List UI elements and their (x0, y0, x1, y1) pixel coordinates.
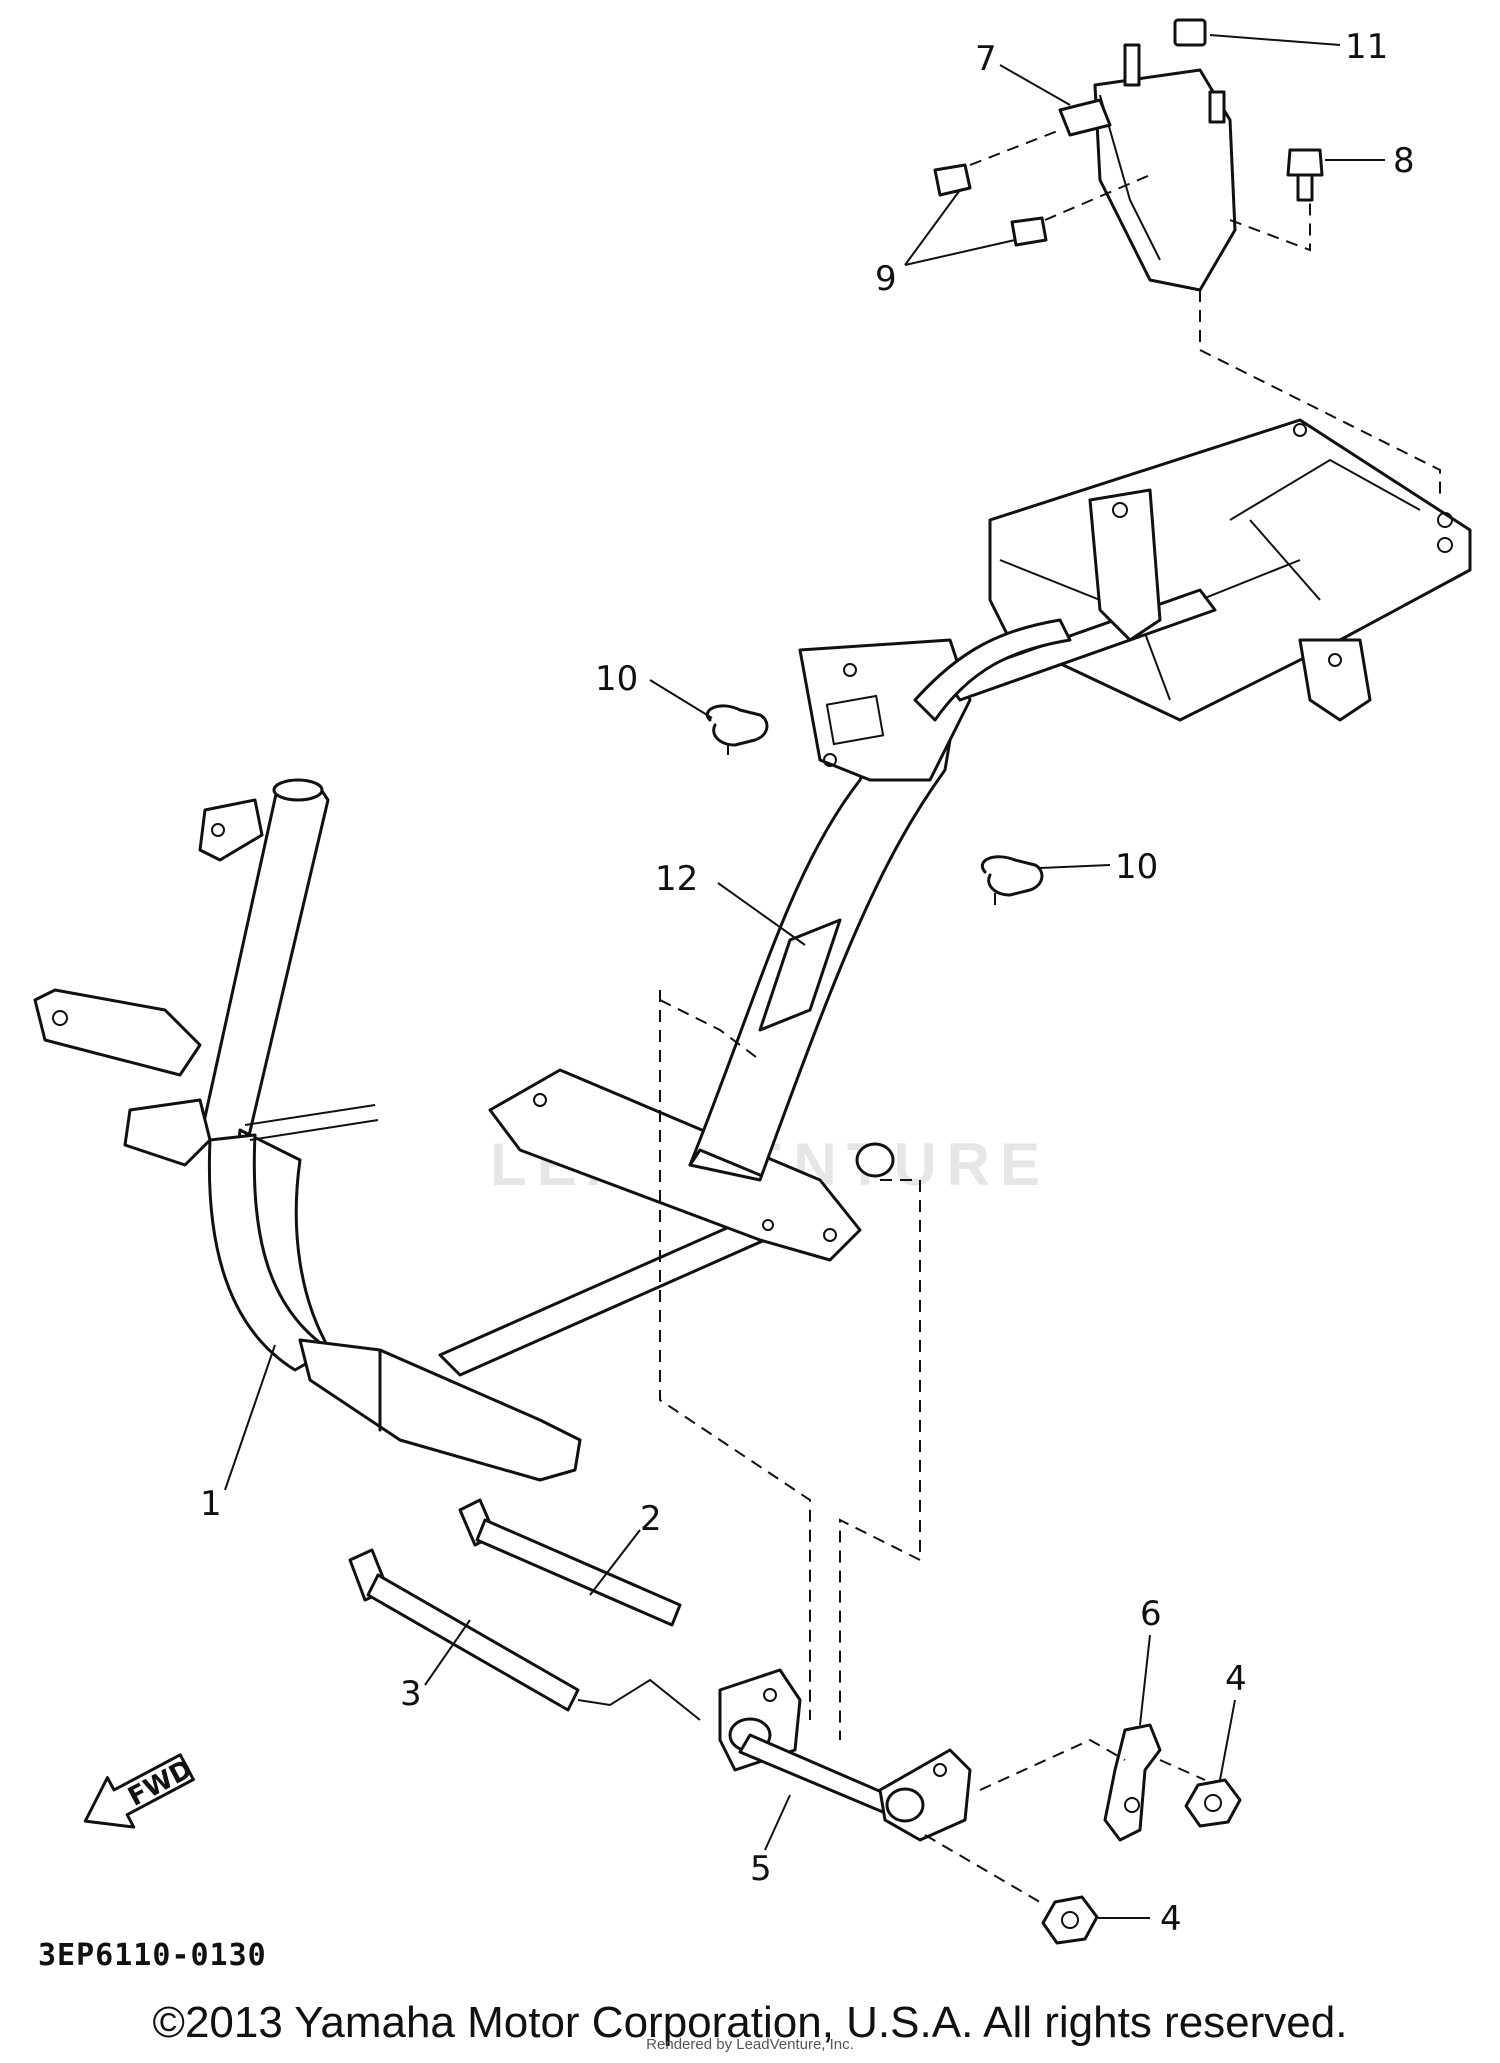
top-bracket-assembly (933, 18, 1441, 500)
callout-9: 9 (875, 259, 897, 299)
fwd-label: FWD (123, 1754, 197, 1812)
callout-10-a: 10 (595, 659, 638, 699)
nut-part-4-a (1184, 1778, 1242, 1828)
callout-6: 6 (1140, 1594, 1162, 1634)
rear-frame-platform (913, 418, 1472, 722)
diagram-code: 3EP6110-0130 (38, 1938, 267, 1973)
callout-5: 5 (750, 1849, 772, 1889)
copyright-notice: ©2013 Yamaha Motor Corporation, U.S.A. A… (152, 1998, 1348, 2047)
leader-lines (224, 34, 1385, 1919)
alignment-line-c (659, 999, 761, 1061)
cap-part-11 (1173, 18, 1207, 47)
alignment-line-a (659, 990, 811, 1720)
parts-diagram: LEADVENTURE (33, 18, 1472, 1945)
callout-4-a: 4 (1225, 1659, 1247, 1699)
block-part-7 (1058, 98, 1112, 137)
bracket-part-6 (1103, 1723, 1162, 1842)
callout-2: 2 (640, 1499, 662, 1539)
main-frame-spine (688, 638, 972, 1182)
bolt-part-8 (1286, 148, 1324, 202)
frame-label-plate (758, 918, 842, 1032)
callout-3: 3 (400, 1674, 422, 1714)
pad-part-9-a (933, 163, 972, 197)
clip-part-10-b (981, 855, 1044, 905)
callout-1: 1 (200, 1484, 222, 1524)
callout-7: 7 (975, 39, 997, 79)
bolt-part-3 (348, 1548, 580, 1712)
bolt-part-2 (458, 1498, 682, 1627)
callout-8: 8 (1393, 141, 1415, 181)
nut-part-4-b (1041, 1895, 1099, 1945)
alignment-line-b (839, 1179, 921, 1740)
callout-4-b: 4 (1160, 1899, 1182, 1939)
callout-11: 11 (1345, 27, 1388, 67)
callout-10-b: 10 (1115, 847, 1158, 887)
mount-bracket-part-5 (718, 1668, 972, 1842)
fwd-arrow-icon: FWD (83, 1753, 197, 1829)
pad-part-9-b (1010, 216, 1048, 247)
callout-12: 12 (655, 859, 698, 899)
clip-part-10-a (706, 704, 769, 755)
rendered-by-note: Rendered by LeadVenture, Inc. (646, 2036, 854, 2053)
front-frame-part (33, 778, 862, 1482)
